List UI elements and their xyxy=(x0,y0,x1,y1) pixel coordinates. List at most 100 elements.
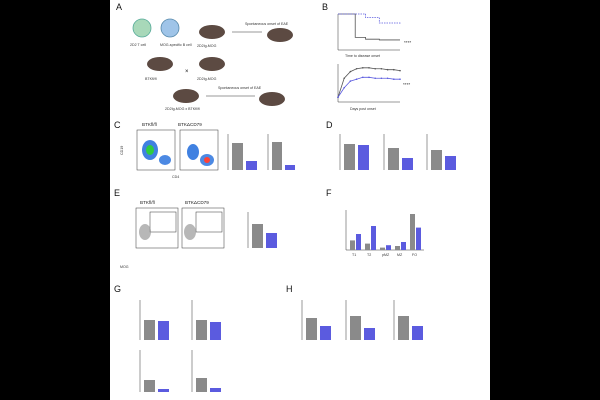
score-point xyxy=(343,77,346,80)
c2-bar-grey xyxy=(272,142,282,170)
score-point xyxy=(380,77,383,80)
d2-bar-grey xyxy=(388,148,399,170)
survival-line-0 xyxy=(338,13,400,41)
score-point xyxy=(362,76,364,79)
f-bar xyxy=(416,227,421,250)
figure-page xyxy=(110,0,490,400)
d3-bar-blue xyxy=(445,156,456,170)
f-tick-label: T1 xyxy=(352,253,356,257)
mouse-icon-outcome-top xyxy=(267,28,293,42)
score-point xyxy=(399,69,401,72)
score-x-label: Days post onset xyxy=(350,107,376,111)
d1-bar-grey xyxy=(344,144,355,170)
f-tick-label: pMZ xyxy=(382,253,390,257)
h2-bar-blue xyxy=(364,328,375,340)
f-bar xyxy=(380,247,385,250)
onset-label-bottom: Spontaneous onset of EAE xyxy=(218,86,262,90)
score-point xyxy=(399,78,401,80)
panel-label-g: G xyxy=(114,284,121,294)
score-point xyxy=(362,67,364,69)
panel-e-flow-plots: MOG xyxy=(120,207,225,269)
mouse-label-2d2ig: 2D2Ig-MOG xyxy=(197,77,217,81)
score-point xyxy=(355,67,358,70)
panel-label-b: B xyxy=(322,2,328,12)
flow-e-left-gate xyxy=(149,211,177,233)
flow-c-left-core xyxy=(146,145,154,155)
flow-e-x-axis-label: MOG xyxy=(120,265,129,269)
f-bar xyxy=(365,243,370,250)
d3-bar-grey xyxy=(431,150,442,170)
c2-bar-blue xyxy=(285,165,295,170)
score-point xyxy=(349,80,352,82)
score-point xyxy=(393,78,395,80)
mouse-label-2d2: 2D2Ig-MOG xyxy=(197,44,217,48)
d1-bar-blue xyxy=(358,145,369,170)
survival-curves xyxy=(338,13,401,41)
panel-b-survival-plot: Time to disease onset **** xyxy=(337,13,411,58)
score-point xyxy=(355,78,358,80)
score-line-1 xyxy=(337,76,400,98)
panel-b-score-plot: Days post onset **** xyxy=(337,64,410,111)
panel-g-bar-charts xyxy=(139,300,221,392)
f-bar xyxy=(356,234,361,250)
mouse-icon-2d2ig xyxy=(199,57,225,71)
score-point xyxy=(386,77,389,80)
panel-h-bar-charts xyxy=(301,300,423,340)
flow-c-left-blob2 xyxy=(159,155,171,165)
flow-e-right-title: BTKΔCD79 xyxy=(185,200,209,205)
mouse-icon-2d2 xyxy=(199,25,225,39)
h3-bar-grey xyxy=(398,316,409,340)
g1-bar-grey xyxy=(144,320,155,340)
flow-c-right-box xyxy=(179,129,219,171)
mouse-label-btk: BTKfl/fl xyxy=(145,77,157,81)
f-bar xyxy=(395,246,400,250)
h3-bar-blue xyxy=(412,326,423,340)
d2-bar-blue xyxy=(402,158,413,170)
g2-bar-grey xyxy=(196,320,207,340)
survival-line-1 xyxy=(338,13,401,25)
g3-bar-blue xyxy=(158,389,169,392)
bar-0 xyxy=(252,224,263,248)
onset-label-top: Spontaneous onset of EAE xyxy=(245,22,289,26)
panel-c-bar-chart xyxy=(227,134,257,170)
score-point xyxy=(393,68,395,71)
panel-label-c: C xyxy=(114,120,121,130)
score-point xyxy=(374,77,377,80)
panel-c-flow-plots: CD19 CD4 xyxy=(120,129,219,179)
flow-e-left-title: BTKfl/fl xyxy=(140,200,155,205)
score-line-0 xyxy=(337,67,401,98)
flow-e-left-blob xyxy=(139,224,151,240)
f-bar xyxy=(410,214,415,250)
panel-a-schematic: 2D2 T cell MOG-specific B cell 2D2Ig-MOG… xyxy=(130,18,293,111)
score-curves xyxy=(337,67,401,99)
flow-c-y-axis-label: CD19 xyxy=(120,146,124,155)
panel-d-bar-charts xyxy=(339,134,456,170)
flow-c-right-core xyxy=(204,157,210,163)
score-sig: **** xyxy=(403,82,410,87)
g1-bar-blue xyxy=(158,321,169,340)
cell-label-b: MOG-specific B cell xyxy=(160,43,192,47)
panel-label-h: H xyxy=(286,284,293,294)
flow-e-right-gate xyxy=(195,211,223,233)
score-point xyxy=(337,96,339,99)
mouse-icon-btk xyxy=(147,57,173,71)
mouse-icon-outcome-bottom xyxy=(259,92,285,106)
flow-c-left-title: BTKfl/fl xyxy=(142,122,157,127)
survival-x-label: Time to disease onset xyxy=(345,54,380,58)
g4-bar-grey xyxy=(196,378,207,392)
panel-label-a: A xyxy=(116,2,122,12)
flow-c-right-title: BTKΔCD79 xyxy=(178,122,202,127)
survival-sig: **** xyxy=(404,40,411,45)
f-tick-label: FO xyxy=(412,253,417,257)
bar-1 xyxy=(246,161,257,170)
f-bar xyxy=(386,245,391,250)
panel-e-bar-chart xyxy=(247,212,277,248)
panel-c-bar-chart-2 xyxy=(267,134,295,170)
mouse-icon-cross xyxy=(173,89,199,103)
cross-symbol: × xyxy=(185,69,189,75)
flow-e-right-blob xyxy=(184,224,196,240)
g3-bar-grey xyxy=(144,380,155,392)
